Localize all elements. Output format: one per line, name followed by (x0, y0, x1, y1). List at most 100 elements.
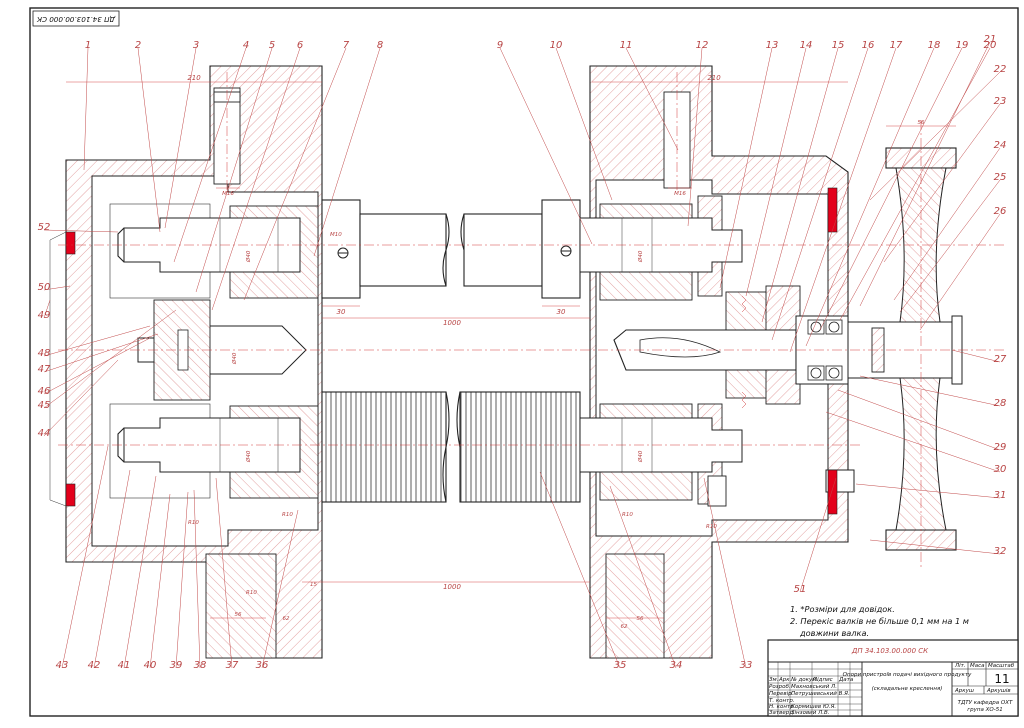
leader-line (761, 47, 839, 323)
callout-number: 20 (984, 40, 997, 51)
callout-number: 37 (226, 660, 239, 671)
callout-number: 24 (994, 140, 1007, 151)
leader-line (43, 337, 151, 395)
leader-line (43, 309, 177, 409)
callout-number: 15 (832, 40, 845, 51)
callout-number: 36 (256, 660, 269, 671)
leader-line (703, 477, 747, 669)
callout-number: 49 (38, 310, 51, 321)
dim-radius-2: R10 (622, 512, 633, 518)
callout-number: 11 (620, 40, 633, 51)
callout-number: 9 (497, 40, 503, 51)
dim-foot-b-right: 62 (621, 624, 628, 630)
callout-number: 34 (670, 660, 683, 671)
leader-lines-top (83, 41, 991, 353)
callout-number: 25 (994, 172, 1007, 183)
callout-number: 31 (994, 490, 1007, 501)
callout-number: 26 (994, 206, 1007, 217)
leader-line (837, 389, 1001, 451)
callout-number: 32 (994, 546, 1007, 557)
leader-line (43, 359, 119, 437)
dim-radius-1: R10 (282, 512, 293, 518)
dim-pulley-width: 56 (918, 120, 925, 126)
leader-line (61, 445, 109, 669)
leader-line (43, 333, 159, 373)
callout-number: 5 (269, 40, 275, 51)
col-header-date: Дата (838, 677, 854, 683)
leader-line (855, 483, 1001, 499)
leader-line (43, 229, 119, 233)
callout-number: 18 (928, 40, 941, 51)
seal-pad (65, 483, 76, 507)
leader-line (745, 47, 807, 297)
leader-line (883, 103, 1001, 263)
dim-bolt-left: M16 (222, 191, 234, 197)
callout-number: 40 (144, 660, 157, 671)
callout-number: 35 (614, 660, 627, 671)
callout-number: 41 (118, 660, 131, 671)
callout-number: 29 (994, 442, 1007, 453)
callout-number: 7 (343, 40, 350, 51)
callout-number: 51 (794, 584, 807, 595)
callout-number: 2 (135, 40, 141, 51)
callout-number: 16 (862, 40, 875, 51)
seal-pad (827, 469, 838, 515)
leader-line (869, 71, 1001, 201)
role-tech-control: Т. контр. (769, 698, 795, 704)
callout-number: 6 (297, 40, 303, 51)
col-header-change: Зм. (769, 677, 779, 683)
callout-number: 43 (56, 660, 69, 671)
leader-line (195, 47, 273, 293)
callout-number: 42 (88, 660, 101, 671)
note-line-2: 2. Перекіс валків не більше 0,1 мм на 1 … (790, 616, 969, 626)
leader-line (555, 47, 613, 201)
dim-foot-a-left: 56 (235, 612, 242, 618)
leader-lines-bottom (61, 445, 837, 669)
callout-number: 12 (696, 40, 709, 51)
callout-number: 8 (377, 40, 383, 51)
callout-number: 50 (38, 282, 51, 293)
callout-number: 28 (994, 398, 1007, 409)
leader-line (137, 47, 161, 233)
callout-number: 19 (956, 40, 969, 51)
scale-label: Масштаб (988, 663, 1015, 669)
leader-line (771, 47, 869, 341)
sheet-title: Опори пристроїв подачі вихідного продукт… (843, 672, 972, 678)
callout-number: 33 (740, 660, 753, 671)
role-approver: Затверд. (769, 710, 795, 716)
callout-number: 23 (994, 96, 1007, 107)
leader-lines-left (43, 229, 177, 437)
leader-line (243, 47, 347, 301)
callout-number: 44 (38, 428, 51, 439)
dim-width-left: 210 (187, 74, 201, 82)
dim-width-right: 210 (707, 74, 721, 82)
dim-length-bottom: 1000 (443, 583, 461, 591)
callout-number: 52 (38, 222, 51, 233)
callout-number: 45 (38, 400, 51, 411)
org-line-1: ТДТУ кафедра ОХТ (958, 700, 1013, 706)
leader-line (499, 47, 593, 245)
callout-number: 10 (550, 40, 563, 51)
leader-line (43, 285, 71, 291)
callout-number: 48 (38, 348, 51, 359)
leader-line (687, 47, 703, 227)
title-block: ДП 34.103.00.000 СК Опори пристроїв пода… (767, 639, 1019, 717)
callout-number: 39 (170, 660, 183, 671)
dim-shaft-3: Ø40 (637, 250, 644, 263)
leader-line (719, 47, 773, 289)
leader-line (164, 47, 197, 229)
leader-line (173, 47, 247, 263)
dim-gap: 15 (310, 582, 317, 588)
name-developer: Mахновський Л. (791, 684, 837, 690)
leader-line (825, 411, 1001, 473)
leader-line (175, 491, 189, 669)
leader-line (215, 477, 233, 669)
callout-number: 46 (38, 386, 51, 397)
leader-line (919, 213, 1001, 331)
leader-line (893, 147, 1001, 301)
leader-lines-right (825, 71, 1001, 555)
callout-number: 1 (85, 40, 91, 51)
centre-lines (58, 72, 1004, 570)
